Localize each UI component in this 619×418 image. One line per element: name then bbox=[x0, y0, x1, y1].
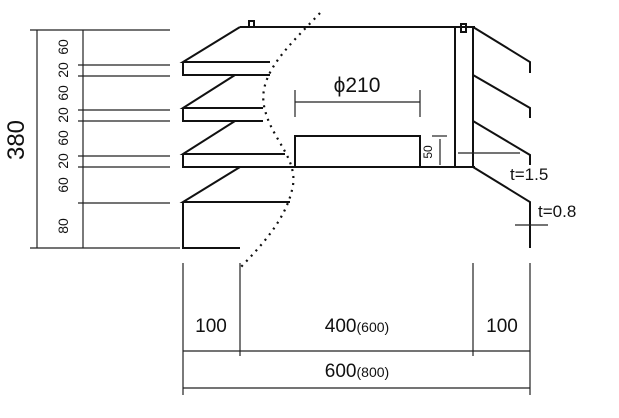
total-width-alt: (800) bbox=[357, 364, 390, 380]
middle-width-value: 400 bbox=[325, 316, 357, 337]
right-width-label: 100 bbox=[486, 316, 518, 337]
collar-height-label: 50 bbox=[421, 145, 435, 159]
total-width-value: 600 bbox=[325, 361, 357, 382]
diameter-dimension bbox=[294, 90, 421, 117]
total-height-label: 380 bbox=[3, 120, 30, 160]
left-dimension-lines bbox=[30, 29, 180, 249]
segment-label: 60 bbox=[55, 39, 71, 55]
hood-body bbox=[179, 12, 531, 269]
frame-thickness-label: t=1.5 bbox=[510, 165, 548, 184]
segment-label: 60 bbox=[55, 85, 71, 101]
segment-label: 80 bbox=[55, 218, 71, 234]
middle-width-alt: (600) bbox=[357, 319, 390, 335]
segment-label: 60 bbox=[55, 177, 71, 193]
segment-label: 60 bbox=[55, 130, 71, 146]
segment-labels: 60 20 60 20 60 20 60 80 bbox=[55, 39, 71, 234]
total-width-label: 600(800) bbox=[325, 361, 389, 382]
middle-width-label: 400(600) bbox=[325, 316, 389, 337]
segment-label: 20 bbox=[55, 62, 71, 78]
left-width-label: 100 bbox=[195, 316, 227, 337]
diameter-label: ϕ210 bbox=[334, 74, 381, 97]
segment-label: 20 bbox=[55, 153, 71, 169]
bottom-dimension-lines bbox=[182, 263, 531, 395]
segment-label: 20 bbox=[55, 107, 71, 123]
fin-thickness-label: t=0.8 bbox=[538, 202, 576, 221]
